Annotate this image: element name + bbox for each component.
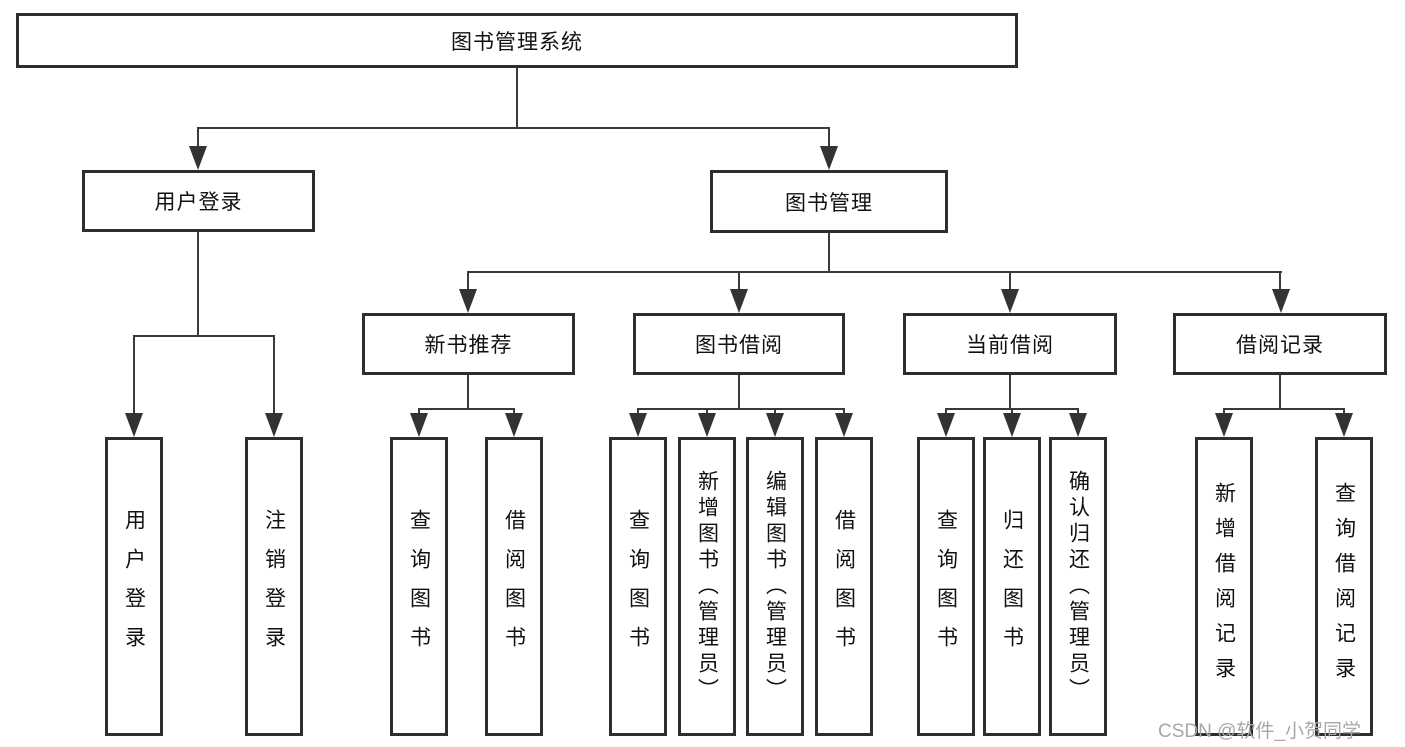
connector-root-stem — [516, 68, 518, 128]
connector-stem — [738, 271, 740, 291]
arrow-down-icon — [820, 146, 838, 170]
leaf-label: 用户登录 — [122, 508, 146, 665]
leaf-borrowing-borrow-books: 借阅图书 — [815, 437, 873, 736]
connector-stem — [1009, 271, 1011, 291]
leaf-label: 查询图书 — [407, 508, 431, 665]
connector-new-books-stem — [467, 375, 469, 409]
connector-book-mgmt-split — [467, 271, 1282, 273]
connector-stem — [273, 335, 275, 417]
node-label: 图书管理 — [785, 191, 873, 215]
node-label: 图书管理系统 — [451, 30, 583, 54]
arrow-down-icon — [1069, 413, 1087, 437]
node-label: 借阅记录 — [1236, 334, 1324, 357]
leaf-label: 查询图书 — [934, 508, 958, 665]
arrow-down-icon — [1215, 413, 1233, 437]
leaf-label: 新增借阅记录 — [1212, 481, 1236, 692]
connector-stem — [828, 127, 830, 153]
connector-user-login-stem — [197, 232, 199, 336]
arrow-down-icon — [937, 413, 955, 437]
node-label: 用户登录 — [154, 191, 243, 214]
connector-book-mgmt-stem — [828, 233, 830, 272]
arrow-down-icon — [265, 413, 283, 437]
leaf-borrowing-add-books-admin: 新增图书（管理员） — [678, 437, 736, 736]
leaf-current-return-books: 归还图书 — [983, 437, 1041, 736]
leaf-current-confirm-return-admin: 确认归还（管理员） — [1049, 437, 1107, 736]
leaf-label: 查询图书 — [626, 508, 650, 665]
leaf-label: 借阅图书 — [832, 508, 856, 665]
leaf-current-query-books: 查询图书 — [917, 437, 975, 736]
arrow-down-icon — [835, 413, 853, 437]
leaf-label: 归还图书 — [1000, 508, 1024, 665]
leaf-borrowing-query-books: 查询图书 — [609, 437, 667, 736]
node-book-management-system: 图书管理系统 — [16, 13, 1018, 68]
node-borrowing-records: 借阅记录 — [1173, 313, 1387, 375]
leaf-logout: 注销登录 — [245, 437, 303, 736]
connector-new-books-split — [418, 408, 515, 410]
connector-book-borrow-stem — [738, 375, 740, 409]
node-label: 图书借阅 — [695, 334, 783, 357]
node-book-management: 图书管理 — [710, 170, 948, 233]
arrow-down-icon — [459, 289, 477, 313]
leaf-records-query-record: 查询借阅记录 — [1315, 437, 1373, 736]
arrow-down-icon — [730, 289, 748, 313]
arrow-down-icon — [125, 413, 143, 437]
leaf-label: 注销登录 — [262, 508, 286, 665]
leaf-records-add-record: 新增借阅记录 — [1195, 437, 1253, 736]
arrow-down-icon — [1001, 289, 1019, 313]
node-label: 当前借阅 — [966, 334, 1054, 357]
arrow-down-icon — [410, 413, 428, 437]
leaf-label: 编辑图书（管理员） — [763, 469, 787, 704]
leaf-label: 新增图书（管理员） — [695, 469, 719, 704]
node-label: 新书推荐 — [424, 334, 513, 357]
leaf-newbooks-borrow-books: 借阅图书 — [485, 437, 543, 736]
arrow-down-icon — [698, 413, 716, 437]
arrow-down-icon — [505, 413, 523, 437]
connector-user-login-split — [133, 335, 275, 337]
node-current-borrowing: 当前借阅 — [903, 313, 1117, 375]
arrow-down-icon — [1272, 289, 1290, 313]
arrow-down-icon — [189, 146, 207, 170]
connector-book-borrow-split — [637, 408, 845, 410]
connector-current-borrow-stem — [1009, 375, 1011, 409]
node-book-borrowing: 图书借阅 — [633, 313, 845, 375]
leaf-label: 查询借阅记录 — [1332, 481, 1356, 692]
connector-stem — [467, 271, 469, 291]
leaf-borrowing-edit-books-admin: 编辑图书（管理员） — [746, 437, 804, 736]
arrow-down-icon — [766, 413, 784, 437]
connector-root-split — [197, 127, 830, 129]
csdn-watermark: CSDN @软件_小贺同学 — [1158, 721, 1361, 742]
leaf-label: 确认归还（管理员） — [1066, 469, 1090, 704]
connector-borrow-records-split — [1223, 408, 1345, 410]
node-new-book-recommend: 新书推荐 — [362, 313, 575, 375]
arrow-down-icon — [629, 413, 647, 437]
connector-stem — [1279, 271, 1281, 291]
leaf-label: 借阅图书 — [502, 508, 526, 665]
leaf-newbooks-query-books: 查询图书 — [390, 437, 448, 736]
connector-stem — [197, 127, 199, 153]
arrow-down-icon — [1003, 413, 1021, 437]
connector-borrow-records-stem — [1279, 375, 1281, 409]
leaf-user-login: 用户登录 — [105, 437, 163, 736]
arrow-down-icon — [1335, 413, 1353, 437]
connector-stem — [133, 335, 135, 417]
node-user-login: 用户登录 — [82, 170, 315, 232]
